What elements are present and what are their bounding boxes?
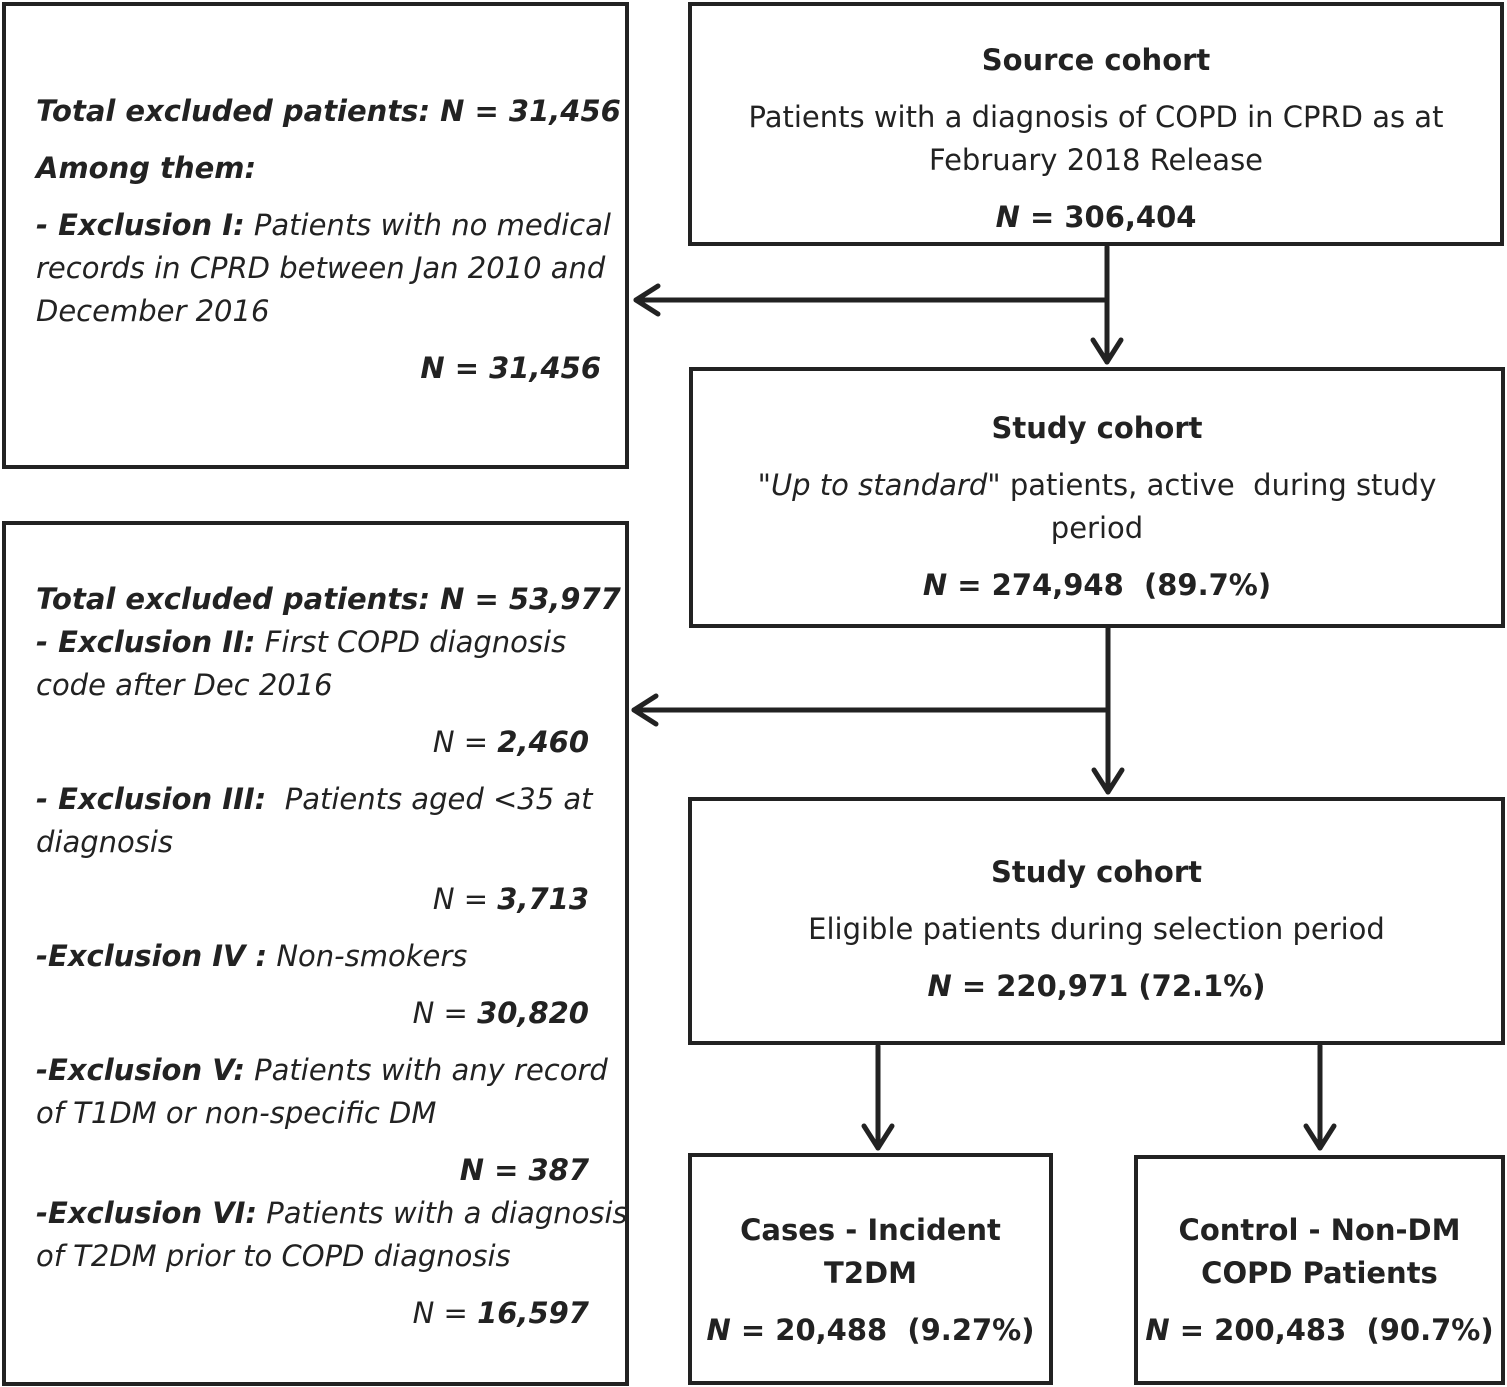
cases-title-2: T2DM xyxy=(824,1256,917,1290)
arrowhead-to-cases xyxy=(861,1123,895,1151)
exclusion-v-line-2: of T1DM or non-specific DM xyxy=(36,1096,437,1130)
study-cohort-1-box: Study cohort "Up to standard" patients, … xyxy=(689,367,1505,628)
cases-title-1: Cases - Incident xyxy=(740,1213,1001,1247)
exclusion-box-1: Total excluded patients: N = 31,456 Amon… xyxy=(2,2,629,469)
cases-count-letter: N xyxy=(706,1313,731,1347)
cases-count: N = 20,488 (9.27%) xyxy=(692,1309,1049,1352)
source-cohort-count-value: = 306,404 xyxy=(1019,200,1197,234)
arrowhead-to-exclusion-2 xyxy=(631,693,659,727)
exclusion-iv-count-value: 30,820 xyxy=(477,996,589,1030)
exclusion-2-total: Total excluded patients: N = 53,977 xyxy=(36,582,621,616)
exclusion-ii-count: N = 2,460 xyxy=(433,721,589,764)
exclusion-ii-count-prefix: N = xyxy=(432,725,498,759)
exclusion-iii-label: - Exclusion III: xyxy=(36,782,267,816)
exclusion-v-label: -Exclusion V: xyxy=(36,1053,245,1087)
exclusion-iv-line: -Exclusion IV : Non-smokers xyxy=(36,935,467,978)
exclusion-ii-line-2: code after Dec 2016 xyxy=(36,668,333,702)
exclusion-i-line-2: records in CPRD between Jan 2010 and xyxy=(36,251,606,285)
controls-count-letter: N xyxy=(1145,1313,1170,1347)
exclusion-ii-text-1: First COPD diagnosis xyxy=(255,625,567,659)
exclusion-iii-count-prefix: N = xyxy=(432,882,498,916)
study-cohort-1-count-letter: N xyxy=(922,568,948,602)
exclusion-vi-label: -Exclusion VI: xyxy=(36,1196,258,1230)
study-cohort-1-desc-rest: patients, active during study xyxy=(1000,468,1437,502)
exclusion-box-2: Total excluded patients: N = 53,977 - Ex… xyxy=(2,521,629,1386)
cases-count-value: = 20,488 (9.27%) xyxy=(730,1313,1035,1347)
exclusion-iv-label: -Exclusion IV : xyxy=(36,939,268,973)
study-cohort-2-count-value: = 220,971 (72.1%) xyxy=(951,969,1266,1003)
source-cohort-count-letter: N xyxy=(995,200,1020,234)
controls-count-value: = 200,483 (90.7%) xyxy=(1169,1313,1494,1347)
source-cohort-desc-1: Patients with a diagnosis of COPD in CPR… xyxy=(748,100,1444,134)
controls-count: N = 200,483 (90.7%) xyxy=(1138,1309,1501,1352)
arrowhead-to-study-cohort-1 xyxy=(1090,337,1124,365)
exclusion-ii-line-1: - Exclusion II: First COPD diagnosis xyxy=(36,621,566,664)
exclusion-vi-count-value: 16,597 xyxy=(477,1296,589,1330)
controls-title-1: Control - Non-DM xyxy=(1178,1213,1461,1247)
exclusion-iii-count-value: 3,713 xyxy=(497,882,589,916)
source-cohort-count: N = 306,404 xyxy=(692,196,1500,239)
exclusion-i-label: - Exclusion I: xyxy=(36,208,245,242)
source-cohort-box: Source cohort Patients with a diagnosis … xyxy=(688,2,1504,246)
exclusion-i-count: N = 31,456 xyxy=(420,351,601,385)
source-cohort-desc-2: February 2018 Release xyxy=(928,143,1264,177)
exclusion-ii-label: - Exclusion II: xyxy=(36,625,256,659)
exclusion-iii-text-1: Patients aged <35 at xyxy=(266,782,593,816)
exclusion-v-text-1: Patients with any record xyxy=(244,1053,608,1087)
study-cohort-2-title: Study cohort xyxy=(990,855,1202,889)
arrowhead-to-exclusion-1 xyxy=(633,283,661,317)
exclusion-vi-count-prefix: N = xyxy=(412,1296,478,1330)
arrowhead-to-study-cohort-2 xyxy=(1091,767,1125,795)
exclusion-v-line-1: -Exclusion V: Patients with any record xyxy=(36,1049,608,1092)
exclusion-iii-line-2: diagnosis xyxy=(36,825,174,859)
study-cohort-2-desc: Eligible patients during selection perio… xyxy=(808,912,1385,946)
study-cohort-2-count: N = 220,971 (72.1%) xyxy=(692,965,1501,1008)
exclusion-iv-text: Non-smokers xyxy=(267,939,468,973)
cases-box: Cases - Incident T2DM N = 20,488 (9.27%) xyxy=(688,1153,1053,1385)
study-cohort-1-title: Study cohort xyxy=(991,411,1203,445)
controls-box: Control - Non-DM COPD Patients N = 200,4… xyxy=(1134,1155,1505,1385)
exclusion-v-count: N = 387 xyxy=(459,1153,589,1187)
exclusion-iii-line-1: - Exclusion III: Patients aged <35 at xyxy=(36,778,593,821)
exclusion-1-among: Among them: xyxy=(36,151,257,185)
exclusion-i-line-1: - Exclusion I: Patients with no medical xyxy=(36,204,611,247)
exclusion-iii-count: N = 3,713 xyxy=(433,878,589,921)
source-cohort-title: Source cohort xyxy=(981,43,1211,77)
controls-title-2: COPD Patients xyxy=(1201,1256,1438,1290)
study-cohort-1-count: N = 274,948 (89.7%) xyxy=(693,564,1501,607)
study-cohort-1-count-value: = 274,948 (89.7%) xyxy=(947,568,1272,602)
arrowhead-to-controls xyxy=(1303,1123,1337,1151)
exclusion-i-line-3: December 2016 xyxy=(36,294,270,328)
exclusion-ii-count-value: 2,460 xyxy=(497,725,589,759)
study-cohort-2-count-letter: N xyxy=(927,969,952,1003)
exclusion-i-text-1: Patients with no medical xyxy=(244,208,611,242)
exclusion-vi-text-1: Patients with a diagnosis xyxy=(257,1196,628,1230)
exclusion-1-total: Total excluded patients: N = 31,456 xyxy=(36,94,621,128)
study-cohort-1-desc-1: "Up to standard" patients, active during… xyxy=(693,464,1501,507)
exclusion-vi-count: N = 16,597 xyxy=(413,1292,589,1335)
study-cohort-1-desc-italic: "Up to standard" xyxy=(757,468,1001,502)
exclusion-vi-line-1: -Exclusion VI: Patients with a diagnosis xyxy=(36,1192,628,1235)
exclusion-vi-line-2: of T2DM prior to COPD diagnosis xyxy=(36,1239,511,1273)
study-cohort-1-desc-2: period xyxy=(1050,511,1144,545)
exclusion-iv-count-prefix: N = xyxy=(412,996,478,1030)
exclusion-iv-count: N = 30,820 xyxy=(413,992,589,1035)
study-cohort-2-box: Study cohort Eligible patients during se… xyxy=(688,797,1505,1045)
